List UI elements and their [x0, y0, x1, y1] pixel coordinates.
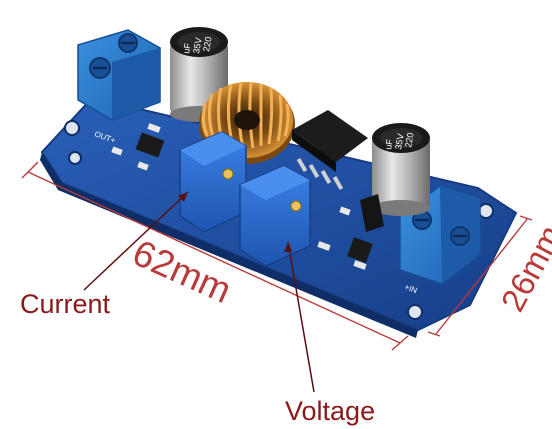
cap-right-voltage: 35V — [393, 133, 406, 151]
mounting-hole — [64, 120, 80, 136]
capacitor-right: 220 35V uF — [372, 123, 430, 216]
cap-left-voltage: 35V — [191, 37, 204, 55]
pcb-edge — [40, 152, 418, 338]
cap-right-value: 220 — [403, 132, 415, 149]
width-dimension — [427, 215, 533, 337]
cap-left-unit: uF — [181, 42, 193, 55]
mounting-hole — [68, 151, 82, 165]
current-label: Current — [20, 289, 111, 319]
length-dimension — [21, 161, 409, 351]
smd-ic-small — [135, 132, 384, 263]
current-potentiometer — [179, 131, 247, 233]
cap-right-unit: uF — [383, 138, 395, 151]
current-arrow — [83, 191, 189, 291]
regulator-ic — [292, 110, 368, 191]
adjust-screw — [222, 168, 234, 180]
smd-components — [111, 123, 367, 270]
voltage-label: Voltage — [285, 396, 375, 426]
voltage-arrow — [284, 241, 315, 393]
mounting-hole — [478, 203, 494, 219]
mounting-hole — [407, 304, 423, 320]
cap-left-value: 220 — [201, 36, 213, 53]
adjust-screw — [290, 200, 302, 212]
in-plus-marking: +IN — [403, 282, 418, 295]
voltage-potentiometer — [239, 165, 311, 267]
output-terminal-block — [77, 29, 161, 121]
